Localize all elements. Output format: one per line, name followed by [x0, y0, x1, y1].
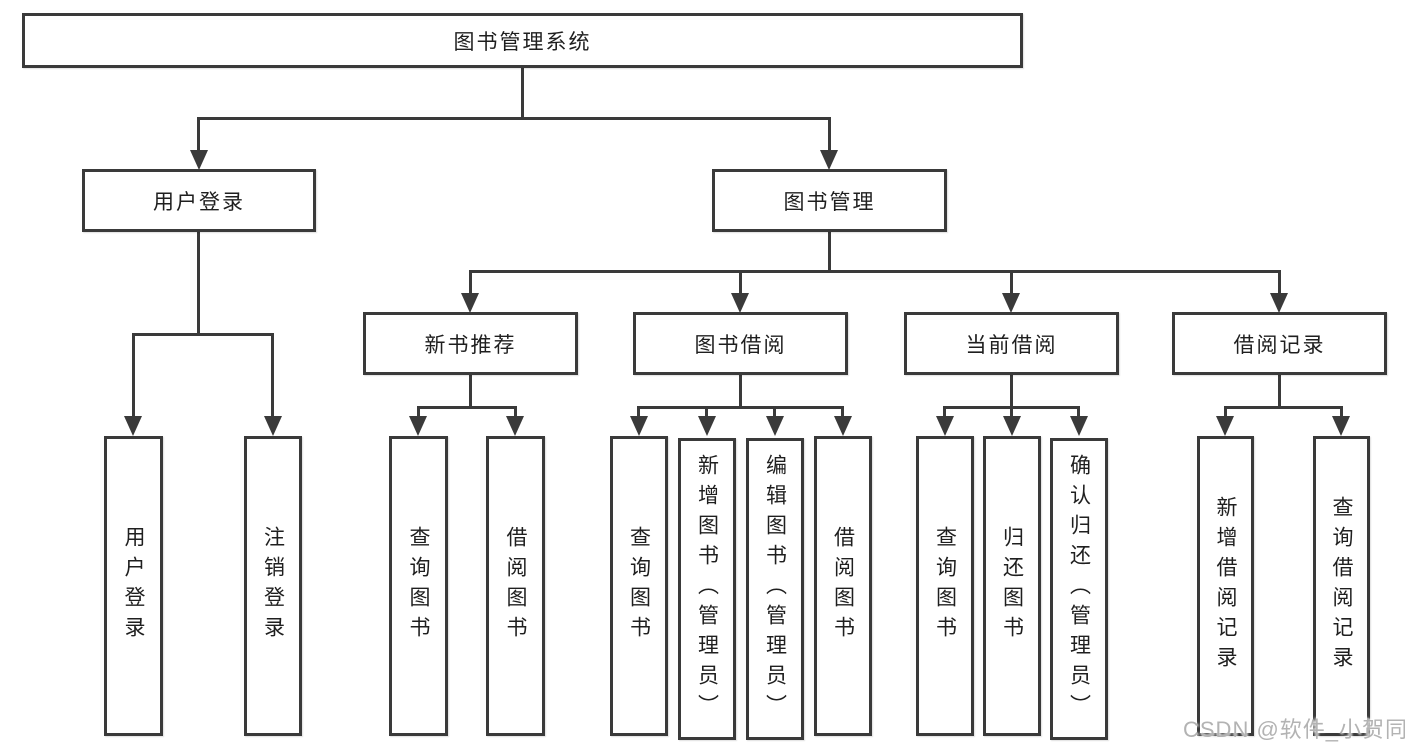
connector-stem — [1077, 406, 1080, 419]
leaf-label: 确认归还（管理员） — [1067, 454, 1091, 724]
leaf-label: 注销登录 — [261, 526, 285, 646]
leaf-label: 归还图书 — [1000, 526, 1024, 646]
connector-stem — [1010, 406, 1013, 419]
connector-stem — [773, 406, 776, 419]
arrow-down-icon — [698, 416, 716, 436]
connector-root-trunk — [521, 66, 524, 119]
connector-borrow-history-rail — [1224, 406, 1343, 409]
leaf-query-books: 查询图书 — [610, 436, 668, 736]
leaf-logout: 注销登录 — [244, 436, 302, 736]
node-book-borrow-label: 图书借阅 — [694, 333, 787, 357]
connector-stem — [739, 270, 742, 295]
arrow-down-icon — [190, 150, 208, 170]
arrow-down-icon — [1216, 416, 1234, 436]
arrow-down-icon — [506, 416, 524, 436]
connector-level3-rail — [469, 270, 1281, 273]
leaf-label: 编辑图书（管理员） — [763, 454, 787, 724]
node-user-login: 用户登录 — [82, 169, 316, 232]
leaf-label: 借阅图书 — [831, 526, 855, 646]
node-current-borrow-label: 当前借阅 — [965, 333, 1058, 357]
leaf-return-books: 归还图书 — [983, 436, 1041, 736]
connector-stem — [1278, 270, 1281, 295]
connector-book-borrow-trunk — [739, 373, 742, 408]
leaf-add-books-admin: 新增图书（管理员） — [678, 438, 736, 740]
connector-book-borrow-rail — [637, 406, 844, 409]
connector-stem — [943, 406, 946, 419]
leaf-label: 查询图书 — [627, 526, 651, 646]
arrow-down-icon — [1332, 416, 1350, 436]
connector-stem — [1224, 406, 1227, 419]
connector-stem — [417, 406, 420, 419]
connector-stem — [271, 333, 274, 418]
node-borrow-history: 借阅记录 — [1172, 312, 1387, 375]
connector-new-books-rail — [417, 406, 517, 409]
node-new-books: 新书推荐 — [363, 312, 578, 375]
csdn-watermark: CSDN @软件_小贺同学 — [1183, 717, 1405, 742]
arrow-down-icon — [264, 416, 282, 436]
arrow-down-icon — [766, 416, 784, 436]
arrow-down-icon — [461, 293, 479, 313]
leaf-add-borrow-record: 新增借阅记录 — [1197, 436, 1254, 736]
arrow-down-icon — [1270, 293, 1288, 313]
node-current-borrow: 当前借阅 — [904, 312, 1119, 375]
arrow-down-icon — [834, 416, 852, 436]
leaf-label: 查询借阅记录 — [1330, 496, 1353, 676]
node-root: 图书管理系统 — [22, 13, 1023, 68]
node-user-login-label: 用户登录 — [153, 190, 245, 214]
leaf-label: 用户登录 — [122, 526, 145, 646]
connector-new-books-trunk — [469, 373, 472, 408]
leaf-borrow-books: 借阅图书 — [814, 436, 872, 736]
leaf-query-books: 查询图书 — [916, 436, 974, 736]
node-book-borrow: 图书借阅 — [633, 312, 848, 375]
arrow-down-icon — [1070, 416, 1088, 436]
arrow-down-icon — [124, 416, 142, 436]
node-book-mgmt-label: 图书管理 — [783, 190, 876, 214]
connector-stem — [1010, 270, 1013, 295]
arrow-down-icon — [1003, 416, 1021, 436]
connector-user-login-rail — [132, 333, 274, 336]
arrow-down-icon — [820, 150, 838, 170]
leaf-edit-books-admin: 编辑图书（管理员） — [746, 438, 804, 740]
connector-user-login-trunk — [197, 231, 200, 336]
leaf-query-borrow-record: 查询借阅记录 — [1313, 436, 1370, 736]
leaf-user-login: 用户登录 — [104, 436, 163, 736]
node-new-books-label: 新书推荐 — [424, 333, 517, 357]
connector-stem — [514, 406, 517, 419]
node-root-label: 图书管理系统 — [453, 30, 592, 54]
arrow-down-icon — [1002, 293, 1020, 313]
connector-stem — [469, 270, 472, 295]
connector-stem-book-mgmt — [828, 117, 831, 152]
leaf-label: 借阅图书 — [504, 526, 527, 646]
connector-stem — [637, 406, 640, 419]
connector-stem — [1340, 406, 1343, 419]
leaf-label: 新增借阅记录 — [1214, 496, 1237, 676]
connector-stem — [132, 333, 135, 418]
node-borrow-history-label: 借阅记录 — [1233, 333, 1326, 357]
connector-book-mgmt-trunk — [828, 231, 831, 273]
arrow-down-icon — [731, 293, 749, 313]
leaf-query-books: 查询图书 — [389, 436, 448, 736]
connector-current-borrow-trunk — [1010, 373, 1013, 408]
leaf-borrow-books: 借阅图书 — [486, 436, 545, 736]
connector-stem — [841, 406, 844, 419]
leaf-confirm-return-admin: 确认归还（管理员） — [1050, 438, 1108, 740]
leaf-label: 新增图书（管理员） — [695, 454, 719, 724]
node-book-mgmt: 图书管理 — [712, 169, 947, 232]
connector-level2-rail — [197, 117, 831, 120]
arrow-down-icon — [936, 416, 954, 436]
leaf-label: 查询图书 — [933, 526, 957, 646]
connector-stem-user-login — [197, 117, 200, 152]
connector-borrow-history-trunk — [1278, 373, 1281, 408]
leaf-label: 查询图书 — [407, 526, 430, 646]
arrow-down-icon — [630, 416, 648, 436]
connector-stem — [705, 406, 708, 419]
arrow-down-icon — [409, 416, 427, 436]
